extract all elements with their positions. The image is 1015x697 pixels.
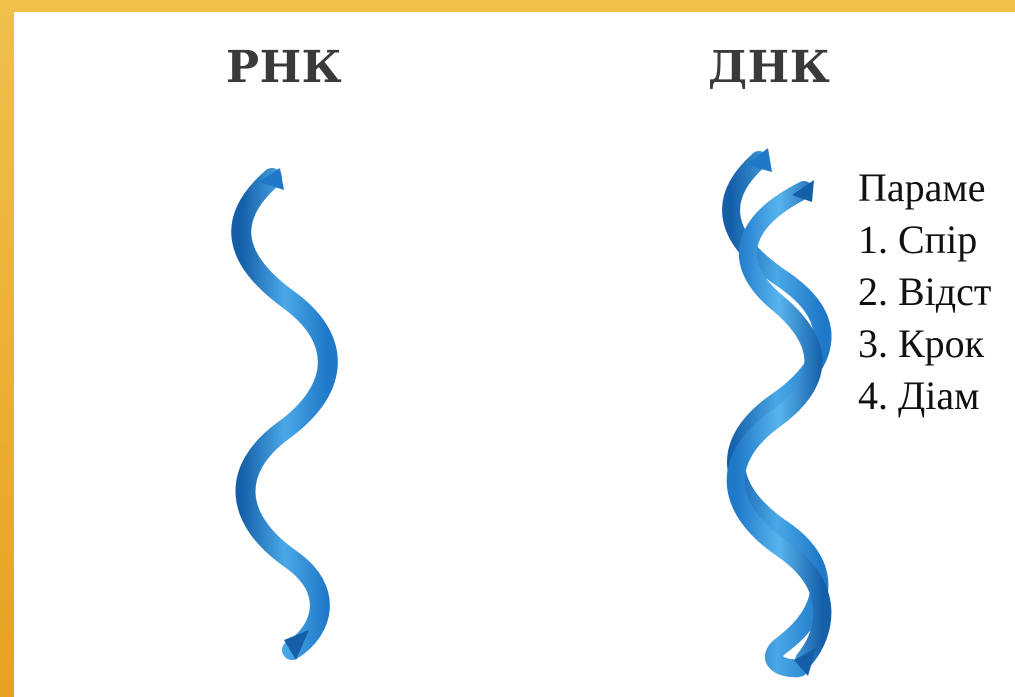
parameters-list: Параме 1. Спір 2. Відст 3. Крок 4. Діам — [858, 162, 991, 422]
dna-helix-image — [704, 140, 854, 680]
rna-heading: РНК — [226, 42, 342, 93]
slide-canvas: РНК ДНК — [14, 12, 1015, 697]
parameter-item-2: 2. Відст — [858, 266, 991, 318]
parameters-heading: Параме — [858, 162, 991, 214]
parameter-item-1: 1. Спір — [858, 214, 991, 266]
dna-heading: ДНК — [708, 42, 830, 93]
rna-ribbon — [241, 178, 328, 650]
parameter-item-3: 3. Крок — [858, 318, 991, 370]
parameter-item-4: 4. Діам — [858, 370, 991, 422]
rna-helix-image — [214, 160, 354, 660]
